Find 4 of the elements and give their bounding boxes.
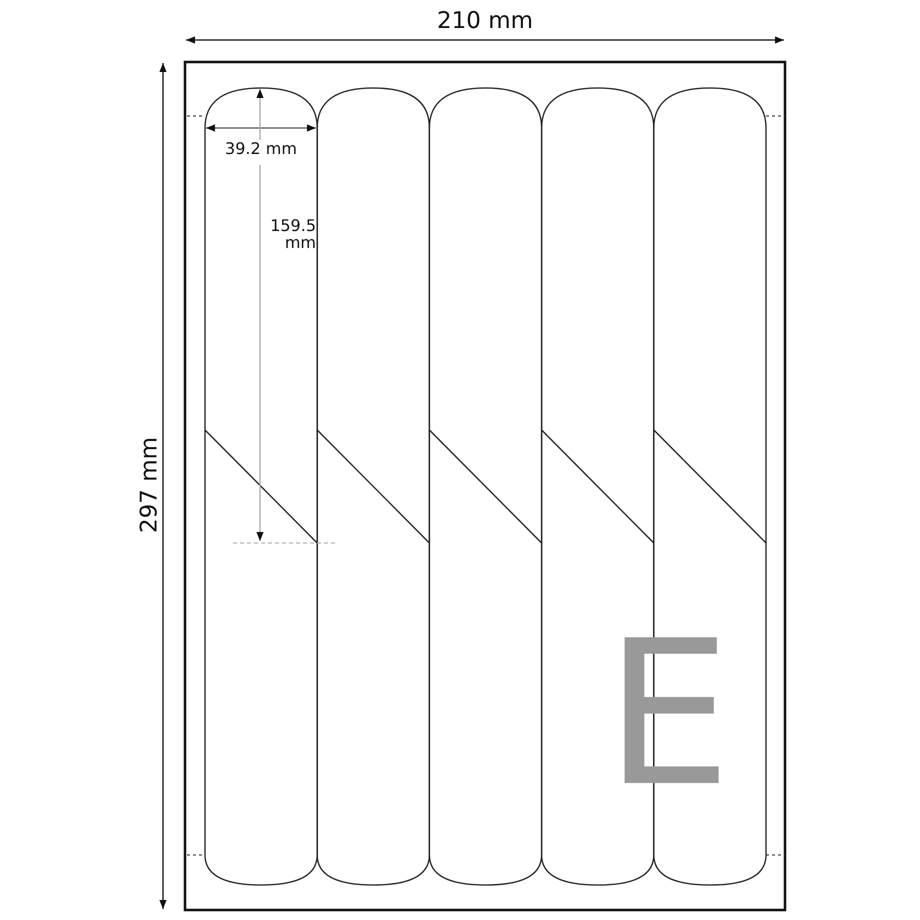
dimension-label: 159.5 mm [269, 218, 316, 252]
dimension-label: 210 mm [436, 10, 534, 33]
dimension-label: 297 mm [138, 436, 162, 534]
dimension-label: 39.2 mm [224, 141, 298, 157]
